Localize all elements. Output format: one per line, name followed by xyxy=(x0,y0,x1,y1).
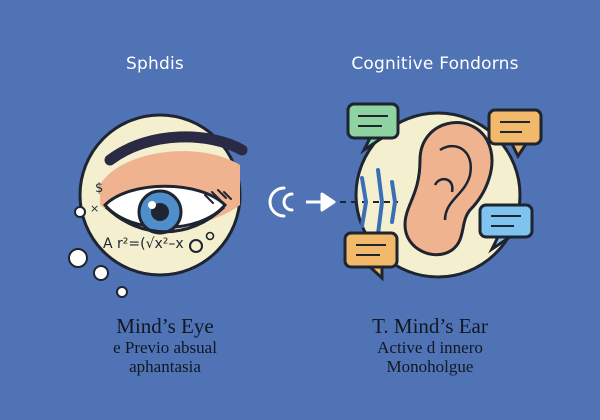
eye-icon xyxy=(78,113,248,277)
sound-waves-icon xyxy=(268,186,294,218)
arrow-right-icon xyxy=(306,192,336,212)
formula-glyph-2: × xyxy=(90,202,99,215)
left-heading: Sphdis xyxy=(126,54,184,74)
right-heading: Cognitive Fondorns xyxy=(351,54,519,74)
right-subtitle-1: Active d innero xyxy=(377,338,483,357)
thought-bubbles-icon xyxy=(68,206,128,298)
formula-glyph-1: $ xyxy=(95,181,103,196)
speech-bubble-icon xyxy=(343,102,543,282)
formula-text: A r²=(√x²–x xyxy=(103,236,184,252)
formula-circle xyxy=(189,239,203,253)
formula-icon: A r²=(√x²–x $ × xyxy=(90,181,215,253)
right-subtitle-2: Monoholgue xyxy=(386,357,474,376)
left-subtitle-2: aphantasia xyxy=(129,357,201,376)
sound-wave-icon xyxy=(340,168,398,236)
left-title: Mind’s Eye xyxy=(116,314,214,338)
right-title: T. Mind’s Ear xyxy=(372,314,488,338)
left-subtitle-1: e Previo absual xyxy=(113,338,217,357)
formula-degree xyxy=(205,231,215,241)
